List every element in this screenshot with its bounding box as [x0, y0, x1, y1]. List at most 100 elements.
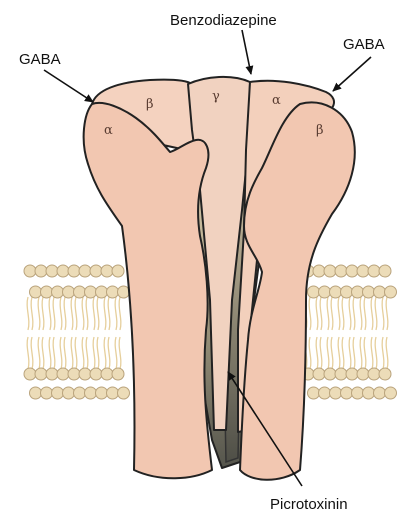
lipid-head — [79, 368, 91, 380]
arrow-gaba-right — [333, 57, 371, 91]
lipid-head — [308, 387, 320, 399]
lipid-tail — [119, 297, 121, 330]
lipid-head — [41, 286, 53, 298]
lipid-tail — [108, 337, 110, 369]
lipid-tail — [64, 337, 66, 369]
lipid-tail — [93, 337, 95, 369]
lipid-head — [90, 265, 102, 277]
lipid-tail — [364, 297, 366, 330]
lipid-head — [41, 387, 53, 399]
subunit-label-alpha-front-left: α — [104, 123, 113, 138]
lipid-head — [63, 286, 75, 298]
lipid-head — [35, 368, 47, 380]
lipid-head — [357, 368, 369, 380]
lipid-tail — [375, 297, 377, 330]
lipid-head — [374, 387, 386, 399]
lipid-tail — [320, 297, 322, 330]
lipid-tail — [349, 297, 351, 330]
lipid-tail — [60, 337, 62, 369]
lipid-tail — [360, 297, 362, 330]
lipid-head — [74, 387, 86, 399]
lipid-tail — [371, 297, 373, 330]
lipid-head — [319, 387, 331, 399]
lipid-tail — [27, 297, 29, 330]
lipid-head — [346, 265, 358, 277]
lipid-head — [101, 368, 113, 380]
lipid-head — [341, 387, 353, 399]
lipid-tail — [316, 297, 318, 330]
lipid-head — [118, 387, 130, 399]
lipid-tail — [316, 337, 318, 369]
lipid-head — [330, 387, 342, 399]
lipid-tail — [338, 337, 340, 369]
lipid-tail — [342, 297, 344, 330]
lipid-tail — [75, 297, 77, 330]
lipid-tail — [93, 297, 95, 330]
lipid-tail — [386, 297, 388, 330]
lipid-head — [363, 387, 375, 399]
lipid-tail — [49, 337, 51, 369]
lipid-tail — [115, 337, 117, 369]
lipid-tail — [60, 297, 62, 330]
lipid-head — [335, 368, 347, 380]
lipid-tail — [349, 337, 351, 369]
lipid-tail — [71, 337, 73, 369]
lipid-head — [24, 265, 36, 277]
lipid-tail — [31, 337, 33, 369]
lipid-tail — [82, 297, 84, 330]
lipid-head — [96, 286, 108, 298]
lipid-tail — [42, 297, 44, 330]
lipid-tail — [27, 337, 29, 369]
lipid-head — [107, 387, 119, 399]
subunit-label-beta-front-right: β — [316, 123, 324, 138]
lipid-head — [341, 286, 353, 298]
subunit-label-gamma-back: γ — [212, 89, 220, 104]
lipid-head — [112, 368, 124, 380]
lipid-head — [101, 265, 113, 277]
lipid-head — [346, 368, 358, 380]
lipid-head — [96, 387, 108, 399]
lipid-head — [357, 265, 369, 277]
lipid-tail — [49, 297, 51, 330]
lipid-tail — [364, 337, 366, 369]
lipid-tail — [371, 337, 373, 369]
lipid-head — [368, 368, 380, 380]
lipid-head — [68, 368, 80, 380]
lipid-head — [90, 368, 102, 380]
lipid-head — [30, 387, 42, 399]
lipid-tail — [338, 297, 340, 330]
lipid-head — [374, 286, 386, 298]
lipid-head — [330, 286, 342, 298]
lipid-head — [63, 387, 75, 399]
lipid-tail — [86, 297, 88, 330]
lipid-head — [352, 286, 364, 298]
subunit-label-alpha-back-right: α — [272, 93, 281, 108]
lipid-head — [24, 368, 36, 380]
lipid-tail — [342, 337, 344, 369]
subunit-label-beta-back-left: β — [146, 97, 154, 112]
lipid-tail — [115, 297, 117, 330]
lipid-head — [79, 265, 91, 277]
lipid-tail — [38, 297, 40, 330]
label-gaba-right: GABA — [343, 36, 385, 53]
lipid-tail — [360, 337, 362, 369]
lipid-tail — [353, 337, 355, 369]
lipid-tail — [108, 297, 110, 330]
lipid-head — [319, 286, 331, 298]
lipid-tail — [327, 337, 329, 369]
lipid-tail — [320, 337, 322, 369]
lipid-head — [57, 368, 69, 380]
lipid-tail — [327, 297, 329, 330]
lipid-head — [385, 387, 397, 399]
lipid-tail — [331, 337, 333, 369]
label-benzodiazepine: Benzodiazepine — [170, 12, 277, 29]
lipid-head — [52, 286, 64, 298]
lipid-tail — [97, 337, 99, 369]
lipid-head — [385, 286, 397, 298]
lipid-tail — [353, 297, 355, 330]
label-gaba-left: GABA — [19, 51, 61, 68]
lipid-head — [85, 387, 97, 399]
lipid-head — [352, 387, 364, 399]
arrow-benzodiazepine — [242, 30, 251, 74]
